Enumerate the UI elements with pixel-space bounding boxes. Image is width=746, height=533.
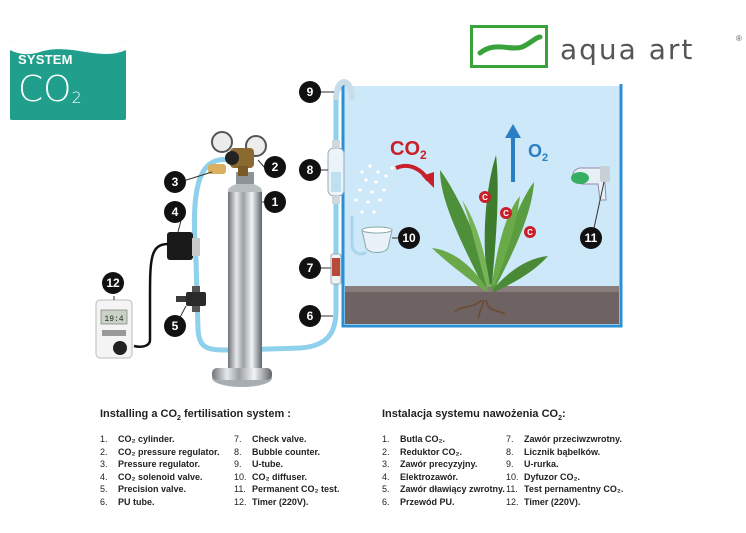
aquarium [341,84,623,328]
badge-co2: CO2 [18,69,82,110]
legend-item: 4.CO₂ solenoid valve. [100,471,203,482]
aquarium-plant [432,155,548,319]
registered-mark: ® [736,34,742,43]
svg-text:8: 8 [307,163,314,177]
svg-text:C: C [482,193,488,202]
pressure-regulator [208,131,267,176]
legend-item: 11.Permanent CO₂ test. [234,484,340,495]
badge-title: SYSTEM [18,52,73,67]
legend-item: 4.Elektrozawór. [382,471,459,482]
legend-english-col-1: 1.CO₂ cylinder. 2.CO₂ pressure regulator… [100,434,234,508]
svg-text:12: 12 [106,276,120,290]
marker-4: 4 [164,201,186,223]
svg-text:7: 7 [307,261,314,275]
legend-item: 2.Reduktor CO₂. [382,446,463,457]
precision-valve [176,286,206,312]
marker-8: 8 [299,159,321,181]
o2-label: O2 [528,141,548,164]
legend-item: 8.Licznik bąbelków. [506,446,601,457]
svg-text:C: C [527,228,533,237]
check-valve [330,253,342,285]
svg-text:9: 9 [307,85,314,99]
legend-item: 1.CO₂ cylinder. [100,434,175,445]
legend-item: 3.Zawór precyzyjny. [382,459,478,470]
marker-5: 5 [164,315,186,337]
co2-diffuser [350,216,393,256]
svg-text:C: C [503,209,509,218]
system-co2-badge: SYSTEM CO2 [10,40,126,120]
legend-item: 8.Bubble counter. [234,446,321,457]
plant-co2-markers: C C C [479,191,536,238]
legend-item: 10.Dyfuzor CO₂. [506,471,580,482]
svg-text:19:4: 19:4 [104,315,123,324]
svg-text:2: 2 [272,160,279,174]
co2-bubbles [353,163,395,215]
marker-2: 2 [264,156,286,178]
svg-text:3: 3 [172,175,179,189]
marker-6: 6 [299,305,321,327]
legend-polish-col-2: 7.Zawór przeciwzwrotny. 8.Licznik bąbelk… [506,434,623,508]
timer-220v: 19:4 [95,299,133,359]
marker-11: 11 [580,227,602,249]
legend-english-col-2: 7.Check valve. 8.Bubble counter. 9.U-tub… [234,434,340,508]
legend-polish-title: Instalacja systemu nawożenia CO2: [382,408,566,423]
legend-item: 7.Check valve. [234,434,307,445]
co2-drop-checker [571,166,610,201]
o2-arrow [505,124,521,182]
legend-english: Installing a CO2 fertilisation system : … [100,408,340,508]
legend-polish-col-1: 1.Butla CO₂. 2.Reduktor CO₂. 3.Zawór pre… [382,434,506,508]
marker-1: 1 [264,191,286,213]
u-tube [333,79,355,101]
svg-text:5: 5 [172,319,179,333]
legend-english-title: Installing a CO2 fertilisation system : [100,408,291,423]
co2-label: CO2 [390,138,427,162]
co2-system-diagram: C C C CO2 O2 [95,79,623,387]
legend-polish: Instalacja systemu nawożenia CO2: 1.Butl… [382,408,623,508]
co2-cylinder [212,172,272,387]
pu-tube [191,82,355,353]
marker-12: 12 [102,272,124,294]
legend-item: 6.PU tube. [100,496,155,507]
marker-9: 9 [299,81,321,103]
legend-item: 7.Zawór przeciwzwrotny. [506,434,622,445]
legend-item: 6.Przewód PU. [382,496,455,507]
legend-item: 11.Test pernamentny CO₂. [506,484,624,495]
marker-3: 3 [164,171,186,193]
svg-text:6: 6 [307,309,314,323]
legend-item: 9.U-tube. [234,459,283,470]
legend-item: 12.Timer (220V). [234,496,309,507]
aqua-art-logo-text: aqua art [560,33,695,66]
legend-item: 12.Timer (220V). [506,496,581,507]
svg-text:10: 10 [402,231,416,245]
legend-polish-list: 1.Butla CO₂. 2.Reduktor CO₂. 3.Zawór pre… [382,434,623,508]
aqua-art-logo-mark [470,25,548,68]
svg-text:4: 4 [172,205,179,219]
svg-text:11: 11 [585,231,598,245]
legend-item: 9.U-rurka. [506,459,559,470]
legend-item: 1.Butla CO₂. [382,434,445,445]
legend-item: 10.CO₂ diffuser. [234,471,308,482]
legend-english-list: 1.CO₂ cylinder. 2.CO₂ pressure regulator… [100,434,340,508]
svg-text:1: 1 [272,195,279,209]
legend-item: 2.CO₂ pressure regulator. [100,446,220,457]
bubble-counter [327,140,345,204]
marker-7: 7 [299,257,321,279]
legend-item: 5.Zawór dławiący zwrotny. [382,484,505,495]
legend-item: 5.Precision valve. [100,484,187,495]
marker-10: 10 [398,227,420,249]
solenoid-valve [133,232,200,348]
legend-item: 3.Pressure regulator. [100,459,201,470]
badge-wave [10,40,126,55]
